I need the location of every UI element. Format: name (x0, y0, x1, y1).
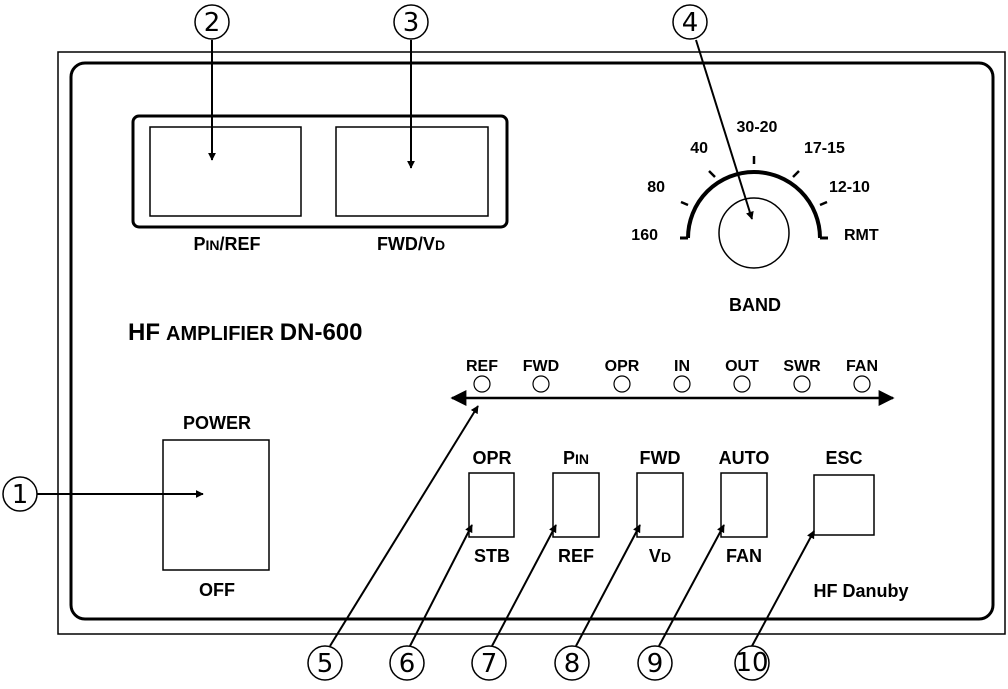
led-ref (473, 375, 491, 393)
led-label-opr: OPR (605, 358, 640, 375)
callout-2-circle (194, 4, 230, 40)
meter-right-label: FWD/VD (377, 234, 445, 254)
callout-5-arrow (329, 405, 479, 647)
ref-label: REF (558, 546, 594, 566)
opr-stb-button[interactable] (468, 472, 515, 538)
callout-6-number: 6 (399, 649, 416, 679)
callout-4-number: 4 (682, 8, 699, 38)
led-in (673, 375, 691, 393)
led-label-in: IN (674, 358, 690, 375)
callout-3-circle (393, 4, 429, 40)
callout-7-number: 7 (481, 649, 498, 679)
callout-10-arrow (751, 530, 815, 647)
led-out (733, 375, 751, 393)
callout-4-arrow (695, 39, 754, 220)
led-label-fwd: FWD (523, 358, 559, 375)
callout-6-arrow (409, 524, 473, 647)
fwd-vd-button[interactable] (636, 472, 684, 538)
pin-label: PIN (563, 448, 589, 468)
callout-1-circle (2, 476, 38, 512)
callout-badges: 1 2 3 4 5 6 7 8 9 10 (2, 4, 770, 681)
brand-label: HF Danuby (813, 581, 908, 601)
callout-9-arrow (658, 524, 725, 647)
callout-5-number: 5 (317, 649, 334, 679)
led-fan (853, 375, 871, 393)
band-dial-ticks (680, 156, 828, 207)
auto-label: AUTO (719, 448, 770, 468)
led-opr (613, 375, 631, 393)
callout-5-circle (307, 645, 343, 681)
band-pos-rmt: RMT (844, 227, 879, 244)
band-pos-160: 160 (631, 227, 658, 244)
callout-3-number: 3 (403, 8, 420, 38)
esc-button[interactable] (813, 474, 875, 536)
fwd-label: FWD (640, 448, 681, 468)
pin-ref-button[interactable] (552, 472, 600, 538)
callout-10-circle (734, 645, 770, 681)
auto-fan-button[interactable] (720, 472, 768, 538)
callout-9-circle (637, 645, 673, 681)
callouts (37, 39, 815, 647)
fan-label: FAN (726, 546, 762, 566)
vd-label: VD (649, 546, 671, 566)
callout-7-circle (471, 645, 507, 681)
panel-inner-frame (69, 61, 995, 621)
callout-8-arrow (575, 524, 641, 647)
band-pos-30-20: 30-20 (737, 119, 778, 136)
callout-10-number: 10 (735, 648, 768, 678)
led-swr (793, 375, 811, 393)
led-label-ref: REF (466, 358, 498, 375)
band-dial-arc (686, 170, 822, 239)
callout-7-arrow (491, 524, 557, 647)
callout-2-number: 2 (204, 8, 221, 38)
callout-1-number: 1 (12, 480, 29, 510)
led-label-fan: FAN (846, 358, 878, 375)
led-row: REF FWD OPR IN OUT SWR FAN (466, 358, 878, 393)
meter-pin-ref (149, 126, 302, 217)
callout-8-number: 8 (564, 649, 581, 679)
off-label: OFF (199, 580, 235, 600)
led-label-swr: SWR (783, 358, 821, 375)
band-knob[interactable] (718, 197, 790, 269)
opr-label: OPR (472, 448, 511, 468)
band-pos-12-10: 12-10 (829, 179, 870, 196)
callout-9-number: 9 (647, 649, 664, 679)
meter-housing (131, 114, 509, 229)
callout-6-circle (389, 645, 425, 681)
band-label: BAND (729, 295, 781, 315)
stb-label: STB (474, 546, 510, 566)
power-label: POWER (183, 413, 251, 433)
led-fwd (532, 375, 550, 393)
esc-label: ESC (825, 448, 862, 468)
led-label-out: OUT (725, 358, 759, 375)
band-pos-17-15: 17-15 (804, 140, 845, 157)
band-pos-80: 80 (647, 179, 665, 196)
meter-left-label: PIN/REF (193, 234, 260, 254)
band-pos-40: 40 (690, 140, 708, 157)
callout-8-circle (554, 645, 590, 681)
panel-outer-frame (57, 51, 1006, 635)
callout-4-circle (672, 4, 708, 40)
power-switch[interactable] (162, 439, 270, 571)
